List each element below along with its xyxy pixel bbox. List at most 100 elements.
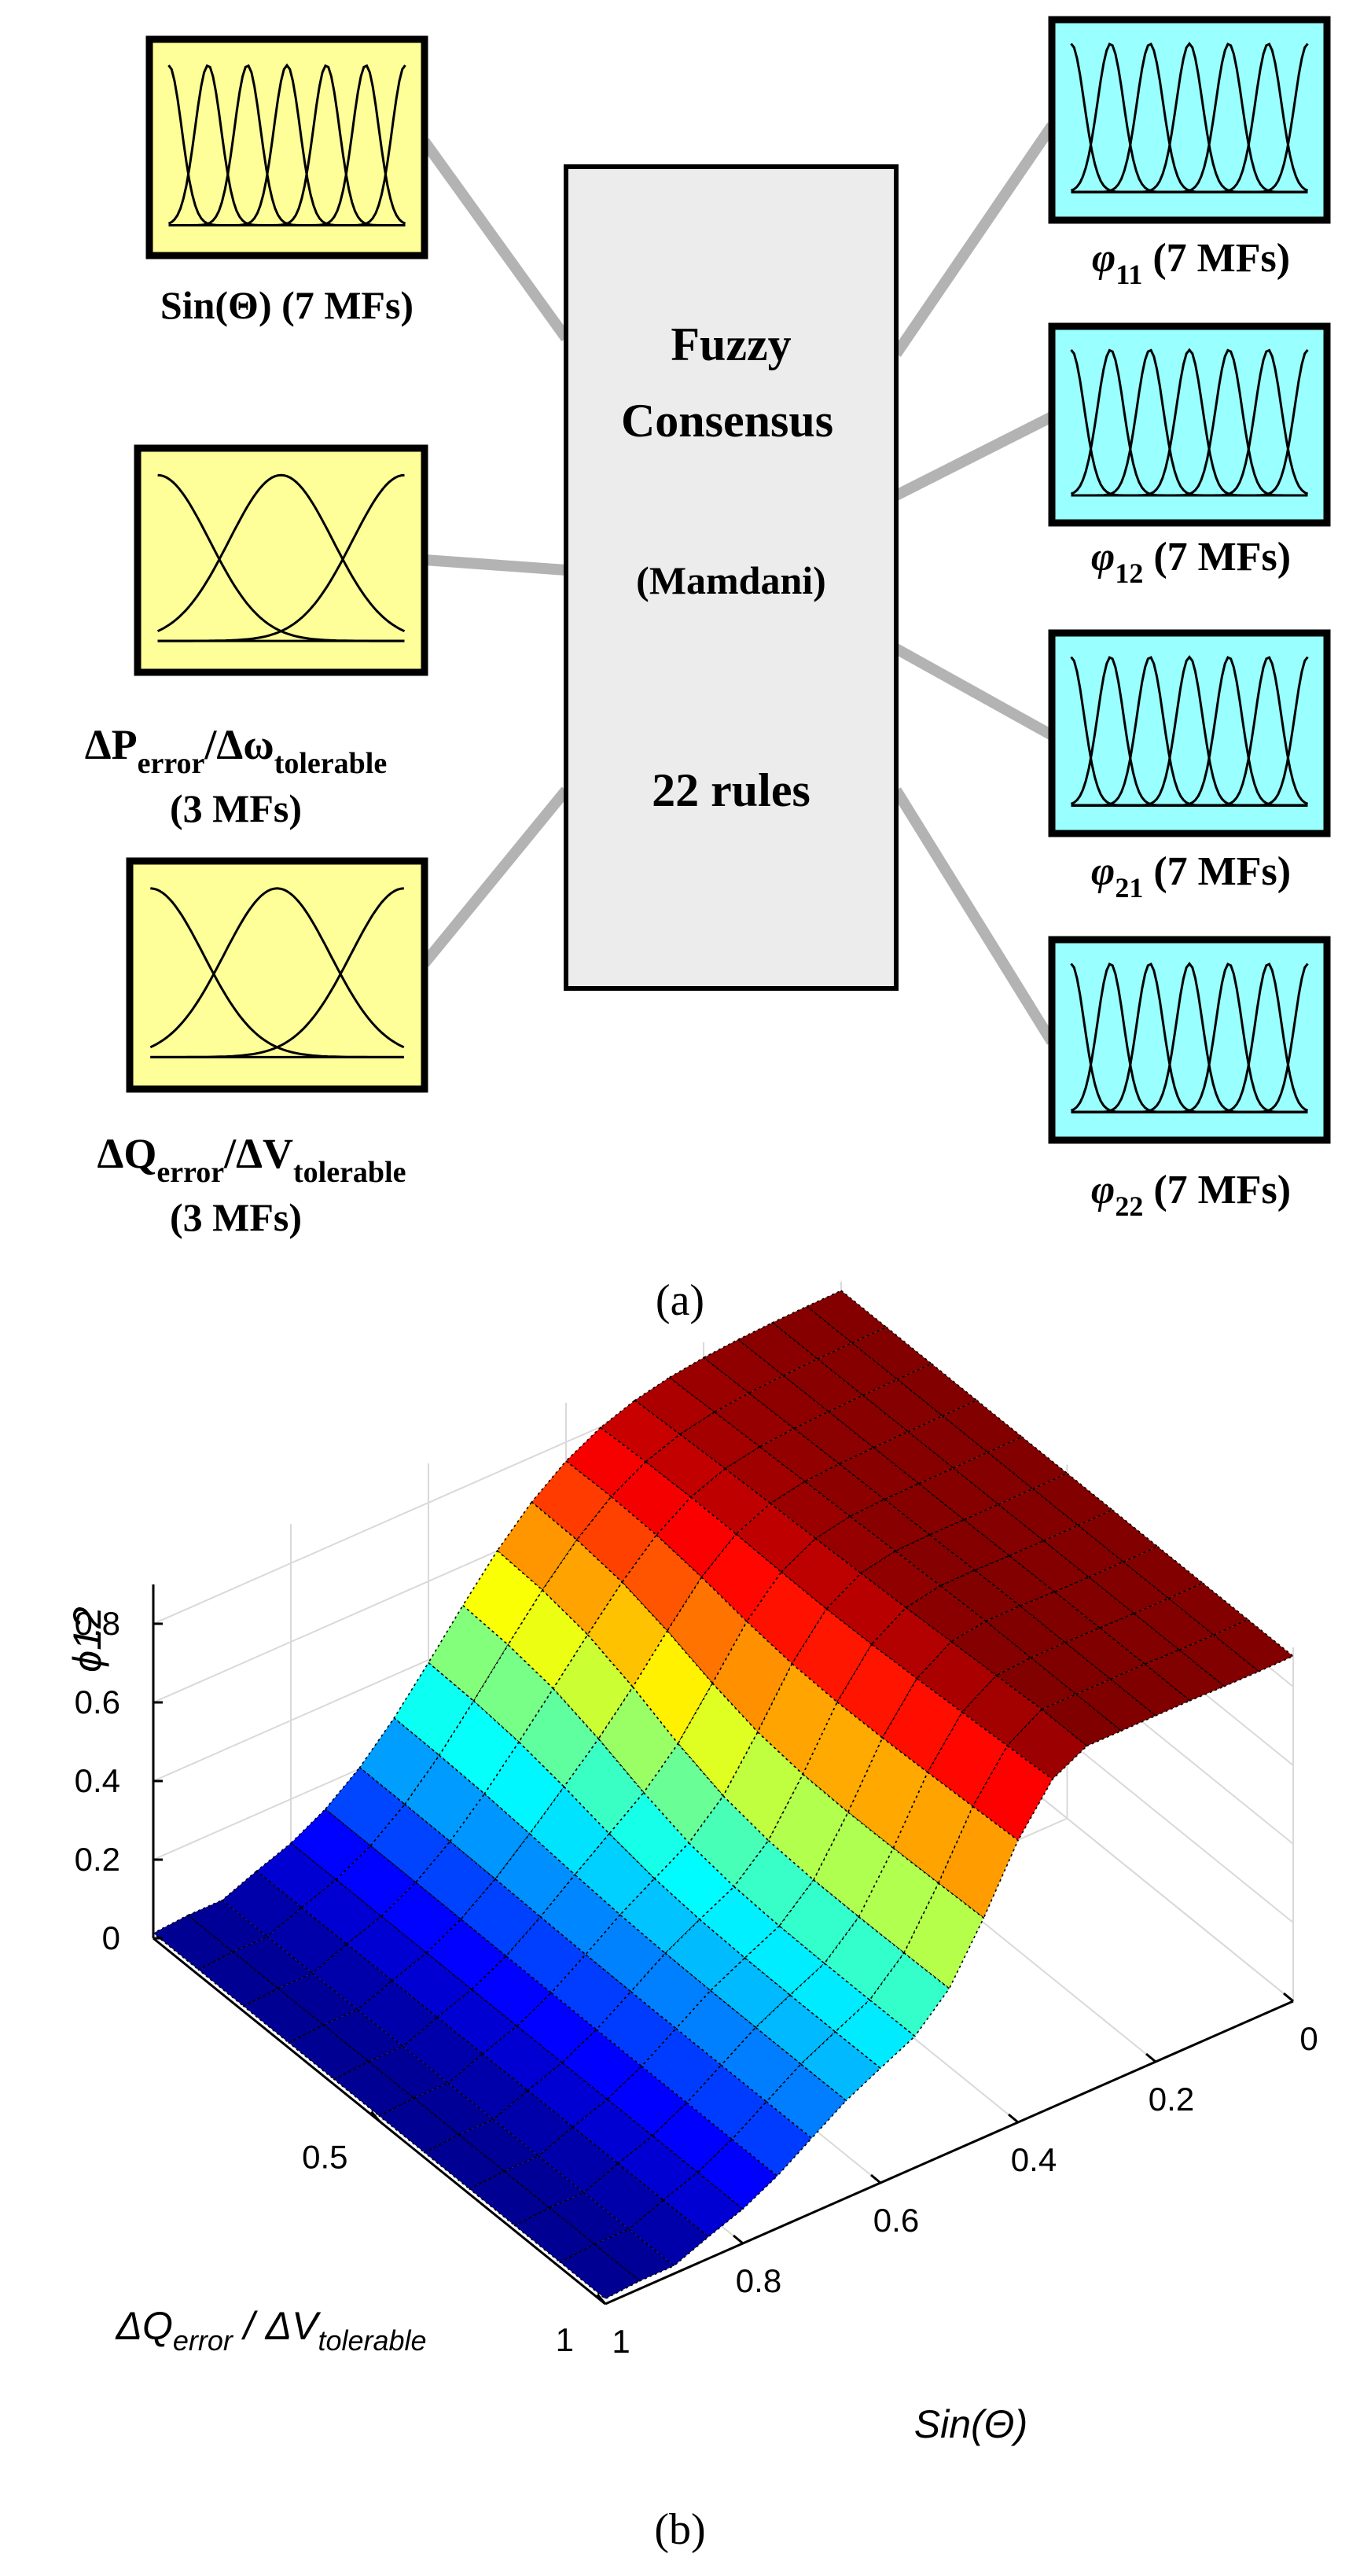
surface-patch <box>950 1620 1032 1676</box>
surface-patch <box>563 1738 645 1835</box>
connector-input-3 <box>420 786 571 967</box>
surface-patch <box>702 1338 785 1394</box>
mf-curve <box>156 473 406 633</box>
output-4-label: φ22 (7 MFs) <box>1091 1168 1291 1222</box>
surface-patch <box>423 2133 505 2190</box>
output-box-2 <box>1048 322 1331 527</box>
surface-patch <box>152 1914 234 1971</box>
surface-patch <box>902 1882 985 1990</box>
surface-patch <box>255 1842 337 1909</box>
engine-title-line1: Fuzzy <box>671 318 791 370</box>
output-3-label: φ21 (7 MFs) <box>1091 849 1291 903</box>
input-box-3 <box>126 857 428 1093</box>
y-tick <box>595 2294 606 2306</box>
mf-curves-output-1 <box>1070 42 1309 193</box>
x-tick <box>370 2110 380 2122</box>
surface-patch <box>771 1305 854 1360</box>
surface-patch <box>539 1874 621 1956</box>
z-tick-label: 0.4 <box>75 1762 120 1799</box>
output-box-1 <box>1048 16 1331 224</box>
z-tick-label: 0.6 <box>75 1684 120 1720</box>
surface-patch <box>481 2025 564 2092</box>
output-box-4 <box>1048 936 1331 1144</box>
surface-patch <box>634 1376 716 1436</box>
surface-patch <box>550 1953 632 2031</box>
surface-patch <box>221 1870 303 1938</box>
connectors <box>420 123 1057 1045</box>
surface-patch <box>688 1794 770 1888</box>
surface-patch <box>758 1427 840 1483</box>
surface-patch <box>731 2100 813 2177</box>
input-2-mfs: (3 MFs) <box>170 786 302 830</box>
surface-patch <box>627 2199 710 2267</box>
engine-rules: 22 rules <box>652 764 810 816</box>
surface-patch <box>346 1915 428 1982</box>
surface-patch <box>494 1833 576 1918</box>
surface-patch <box>391 1952 473 2018</box>
mf-curve <box>150 887 404 1058</box>
input-box-1 <box>145 35 428 259</box>
surface-patch <box>461 1549 544 1647</box>
z-axis-label: ϕ12 <box>65 1606 109 1673</box>
surface-patch <box>906 1415 989 1470</box>
mf-curve <box>1071 349 1309 497</box>
surface-patch <box>595 1990 678 2067</box>
connector-input-1 <box>420 138 571 342</box>
mf-curve <box>157 473 405 642</box>
connector-output-1 <box>891 123 1057 357</box>
surface-patch <box>469 2170 551 2227</box>
panel-a: Fuzzy Consensus (Mamdani) 22 rules Sin(Θ… <box>85 16 1331 1325</box>
mf-curves-input-1 <box>167 63 406 226</box>
surface-patch <box>858 1847 939 1954</box>
connector-output-3 <box>893 643 1055 741</box>
surface-patch <box>356 1979 439 2048</box>
surface-patch <box>812 1811 895 1919</box>
surface-patch <box>825 1572 907 1646</box>
mf-curves-output-4 <box>1070 962 1309 1113</box>
surface-patch <box>816 1341 899 1397</box>
y-tick <box>870 2173 881 2184</box>
mf-curves-input-3 <box>149 887 405 1058</box>
y-tick <box>733 2234 744 2245</box>
mf-curves-output-3 <box>1070 655 1309 807</box>
surface-patch <box>300 1879 383 1945</box>
surface-patch <box>527 2062 608 2129</box>
y-tick-label: 0.8 <box>736 2262 781 2299</box>
surface-patch <box>689 1467 772 1536</box>
input-2-label: ΔPerror/Δωtolerable <box>85 721 387 780</box>
surface-patch <box>559 2243 641 2300</box>
surface-patch <box>767 1773 849 1882</box>
surface-patch <box>769 1481 851 1540</box>
surface-patch <box>403 1754 486 1843</box>
surface-patch <box>436 1989 518 2055</box>
input-3-mfs: (3 MFs) <box>170 1195 302 1239</box>
y-axis-label: Sin(Θ) <box>914 2402 1027 2446</box>
surface-patch <box>266 1906 348 1974</box>
y-tick <box>1008 2113 1019 2124</box>
mf-curves-output-2 <box>1070 348 1309 497</box>
caption-a: (a) <box>656 1276 704 1325</box>
y-tick-label: 0.4 <box>1011 2141 1057 2178</box>
input-1-label: Sin(Θ) (7 MFs) <box>160 283 414 327</box>
surface-patch <box>242 1987 325 2044</box>
connector-output-4 <box>891 787 1057 1045</box>
surface-patch <box>333 2060 415 2117</box>
engine-title-line2: Consensus <box>621 395 833 447</box>
y-tick <box>1145 2052 1156 2063</box>
surface-patch <box>720 2026 802 2103</box>
surface-patch <box>197 1951 280 2007</box>
surface-patch <box>402 2016 484 2085</box>
surface-patch <box>881 1677 963 1774</box>
surface-patch <box>905 1584 987 1643</box>
mf-curve <box>1071 42 1309 193</box>
mf-curve <box>168 64 406 226</box>
y-tick-label: 1 <box>612 2323 630 2360</box>
y-tick <box>1283 1992 1294 2003</box>
surface-patch <box>513 2206 596 2263</box>
surface-patch <box>662 2171 744 2238</box>
surface-patch <box>861 1378 944 1433</box>
output-1-label: φ11 (7 MFs) <box>1092 236 1290 290</box>
surface-patch <box>926 1711 1009 1808</box>
input-3-label: ΔQerror/ΔVtolerable <box>97 1130 406 1189</box>
